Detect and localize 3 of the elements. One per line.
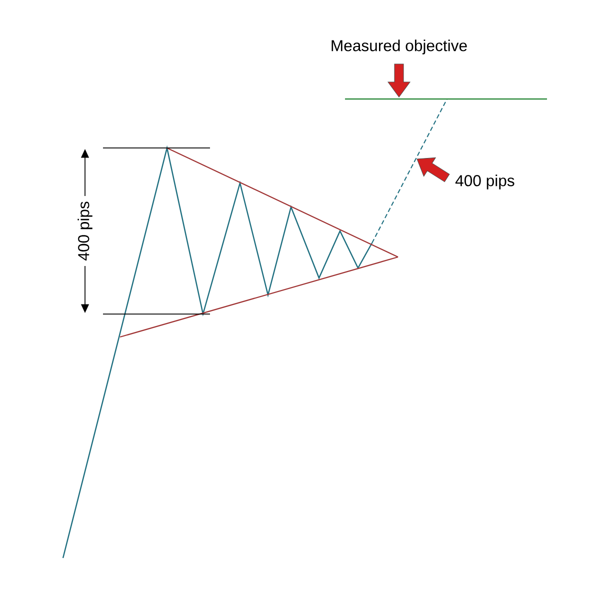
dimension-label: 400 pips [78,202,92,261]
annotation-text: Measured objective [332,40,467,54]
annotation-text: 400 pips [455,174,514,190]
